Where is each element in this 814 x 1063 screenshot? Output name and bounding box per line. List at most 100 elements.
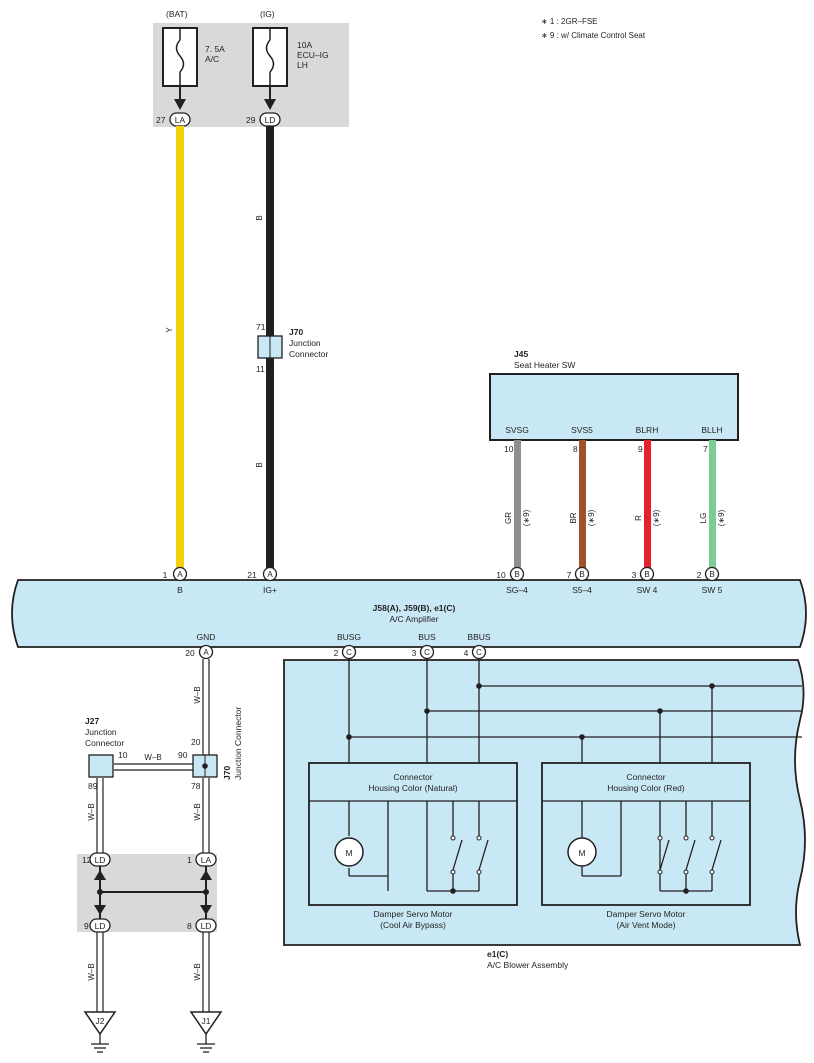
wire-lg-label: LG xyxy=(699,513,708,524)
svg-text:21: 21 xyxy=(247,570,257,580)
svg-text:20: 20 xyxy=(185,648,195,658)
amp-terminal-1a: 1 A B xyxy=(163,566,188,595)
wire-wb-main xyxy=(96,659,210,1012)
arrow-up-icon xyxy=(94,870,106,880)
svg-text:BUSG: BUSG xyxy=(337,632,361,642)
svg-text:3: 3 xyxy=(632,570,637,580)
j27-pin-89: 89 xyxy=(88,781,98,791)
wire-r-note: (∗9) xyxy=(652,509,661,526)
fuse-ig-pin: 29 xyxy=(246,115,256,125)
wire-b-upper xyxy=(266,126,274,336)
amp-terminal-21a: 21 A IG+ xyxy=(247,566,278,595)
j70-lower-junction-connector: 20 90 78 J70 Junction Connector xyxy=(178,707,243,791)
amp-terminal-2c-busg: BUSG 2 C xyxy=(334,632,361,660)
fuse-bat-connector: LA xyxy=(175,115,186,125)
wire-wb-label: W–B xyxy=(87,803,96,820)
splice-pin-8ld: 8 LD xyxy=(187,918,217,933)
j27-junction-connector: J27 Junction Connector 89 10 xyxy=(85,716,128,791)
svg-text:A: A xyxy=(203,648,209,657)
svg-text:8: 8 xyxy=(187,921,192,931)
svg-text:B: B xyxy=(579,570,584,579)
j45-terminal-blrh: BLRH xyxy=(636,425,659,435)
amp-terminal-4c-bbus: BBUS 4 C xyxy=(464,632,491,660)
svg-text:B: B xyxy=(644,570,649,579)
blower-code: e1(C) xyxy=(487,949,508,959)
svg-text:S5–4: S5–4 xyxy=(572,585,592,595)
wire-lg-note: (∗9) xyxy=(717,509,726,526)
j70-upper: 71 11 J70 Junction Connector xyxy=(256,322,328,374)
amp-terminal-2b: 2 B SW 5 xyxy=(697,566,723,595)
svg-text:7: 7 xyxy=(567,570,572,580)
wire-gr-label: GR xyxy=(504,512,513,524)
servo2-caption1: Damper Servo Motor xyxy=(607,909,686,919)
wire-b-upper-label: B xyxy=(255,215,264,220)
wire-y-label: Y xyxy=(165,327,174,333)
wire-lg xyxy=(709,440,716,568)
svg-text:B: B xyxy=(514,570,519,579)
motor-icon xyxy=(567,837,597,867)
fuse-bat: (BAT) 7. 5A A/C 27 LA xyxy=(156,9,225,127)
ac-amplifier: J58(A), J59(B), e1(C) A/C Amplifier xyxy=(11,579,807,648)
wire-b-lower-label: B xyxy=(255,462,264,467)
j27-line2: Connector xyxy=(85,738,124,748)
ground-j2: J2 xyxy=(83,1011,117,1053)
wire-wb-label: W–B xyxy=(144,753,161,762)
wire-wb-label: W–B xyxy=(193,963,202,980)
blower-name: A/C Blower Assembly xyxy=(487,960,569,970)
fuse-bat-source: (BAT) xyxy=(166,9,188,19)
fuse-icon xyxy=(265,39,275,73)
j70-upper-pin-bottom: 11 xyxy=(256,364,265,374)
svg-text:3: 3 xyxy=(412,648,417,658)
arrow-up-icon xyxy=(200,870,212,880)
splice-connections xyxy=(94,866,212,920)
fuse-bat-rating: 7. 5A xyxy=(205,44,225,54)
note-9: ∗ 9 : w/ Climate Control Seat xyxy=(541,31,646,40)
wire-gr xyxy=(514,440,521,568)
j70-lower-pin-90: 90 xyxy=(178,750,188,760)
motor-icon xyxy=(334,837,364,867)
splice-pin-1la: 1 LA xyxy=(187,852,217,867)
blower-bus-lines xyxy=(348,659,802,763)
j45-pin-10: 10 xyxy=(504,444,514,454)
servo1-header2: Housing Color (Natural) xyxy=(368,783,457,793)
splice-pin-12ld: 12 LD xyxy=(82,852,111,867)
wire-y xyxy=(176,126,184,568)
svg-text:SW 4: SW 4 xyxy=(637,585,658,595)
wire-b-lower xyxy=(266,358,274,568)
svg-text:C: C xyxy=(476,648,482,657)
amp-terminal-20a-gnd: GND 20 A xyxy=(185,632,215,660)
j45-seat-heater-sw: J45 Seat Heater SW SVSG SVS5 BLRH BLLH 1… xyxy=(489,349,739,454)
wire-r xyxy=(644,440,651,568)
ground-j1-label: J1 xyxy=(202,1016,211,1026)
j45-terminal-svs5: SVS5 xyxy=(571,425,593,435)
j45-terminal-bllh: BLLH xyxy=(701,425,722,435)
note-1: ∗ 1 : 2GR–FSE xyxy=(541,17,598,26)
svg-text:2: 2 xyxy=(697,570,702,580)
svg-text:LD: LD xyxy=(95,921,106,931)
j45-code: J45 xyxy=(514,349,528,359)
fuse-ig-rating: 10A xyxy=(297,40,312,50)
svg-text:BBUS: BBUS xyxy=(467,632,490,642)
j70-lower-pin-78: 78 xyxy=(191,781,201,791)
j70-lower-pin-20: 20 xyxy=(191,737,201,747)
fuse-bat-name: A/C xyxy=(205,54,219,64)
svg-text:BUS: BUS xyxy=(418,632,436,642)
fuse-bat-pin: 27 xyxy=(156,115,166,125)
j70-lower-code: J70 xyxy=(222,766,232,780)
splice-pin-9ld: 9 LD xyxy=(84,918,111,933)
svg-text:C: C xyxy=(424,648,430,657)
wire-r-label: R xyxy=(634,515,643,521)
j27-line1: Junction xyxy=(85,727,117,737)
wire-wb-label: W–B xyxy=(193,686,202,703)
j70-upper-pin-top: 71 xyxy=(256,322,266,332)
svg-text:9: 9 xyxy=(84,921,89,931)
ground-j2-label: J2 xyxy=(96,1016,105,1026)
servo2-header1: Connector xyxy=(626,772,665,782)
fuse-ig-name1: ECU–IG xyxy=(297,50,329,60)
svg-text:SW 5: SW 5 xyxy=(702,585,723,595)
damper-servo-cool-air-bypass: Connector Housing Color (Natural) M Damp… xyxy=(308,762,518,930)
damper-servo-air-vent-mode: Connector Housing Color (Red) M Damper S… xyxy=(541,762,751,930)
j45-pin-7: 7 xyxy=(703,444,708,454)
